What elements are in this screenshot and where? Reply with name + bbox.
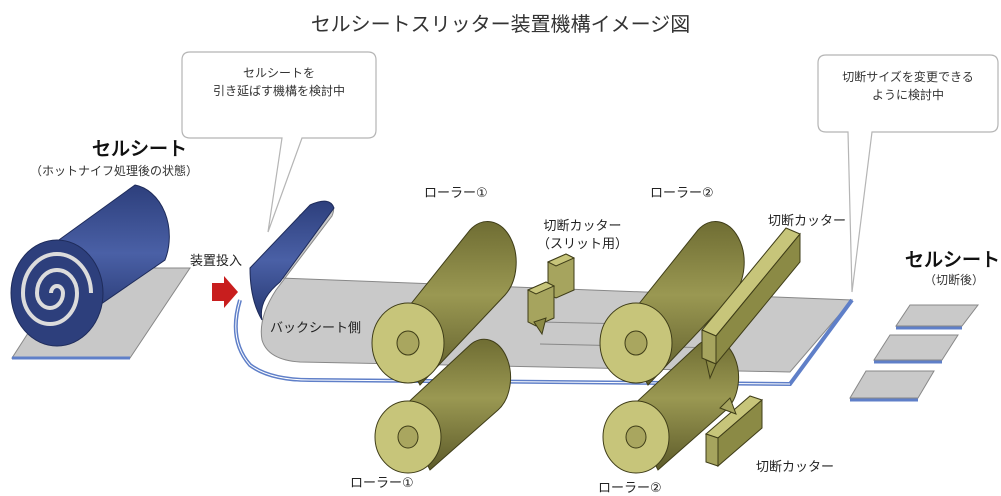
right-sheet-label: セルシート bbox=[905, 249, 1001, 271]
bubble-left-text: セルシートを 引き延ばす機構を検討中 bbox=[182, 64, 376, 100]
bubble-right-line-1: 切断サイズを変更できる bbox=[842, 70, 974, 84]
cutter-bottom bbox=[705, 395, 763, 468]
cutter-bottom-label: 切断カッター bbox=[756, 460, 835, 475]
roller-2-top bbox=[599, 221, 745, 386]
roller-2-top-label: ローラー② bbox=[650, 186, 714, 201]
page-title: セルシートスリッター装置機構イメージ図 bbox=[310, 12, 691, 36]
bubble-right bbox=[817, 54, 999, 293]
bubble-left bbox=[181, 51, 377, 233]
input-label: 装置投入 bbox=[190, 254, 243, 269]
cutter-top-label: 切断カッター bbox=[768, 214, 847, 229]
sheet-roll bbox=[10, 184, 191, 360]
roller-1-top bbox=[371, 221, 517, 386]
bubble-right-line-2: ように検討中 bbox=[871, 88, 944, 102]
roller-1-top-label: ローラー① bbox=[424, 186, 488, 201]
slit-cutter-label-line-1: 切断カッター bbox=[543, 219, 622, 234]
cutter-top bbox=[701, 227, 801, 380]
back-side-label: バックシート側 bbox=[270, 321, 362, 336]
slit-cutter bbox=[526, 253, 576, 336]
right-sheet-sub: （切断後） bbox=[924, 273, 985, 287]
cut-sheets bbox=[849, 304, 980, 402]
roll-spiral bbox=[20, 252, 93, 326]
roller-2-bottom-label: ローラー② bbox=[598, 481, 662, 496]
bubble-left-line-1: セルシートを bbox=[242, 66, 315, 80]
left-sheet-label: セルシート bbox=[92, 138, 188, 160]
bubble-left-line-2: 引き延ばす機構を検討中 bbox=[212, 84, 345, 98]
roller-1-bottom bbox=[374, 338, 512, 474]
slit-cutter-label: 切断カッター （スリット用） bbox=[537, 218, 628, 254]
left-sheet-sub: （ホットナイフ処理後の状態） bbox=[30, 164, 199, 178]
bubble-right-text: 切断サイズを変更できる ように検討中 bbox=[818, 68, 998, 104]
roller-1-bottom-label: ローラー① bbox=[350, 476, 414, 491]
slit-cutter-label-line-2: （スリット用） bbox=[537, 237, 629, 252]
input-arrow-icon bbox=[212, 276, 238, 308]
